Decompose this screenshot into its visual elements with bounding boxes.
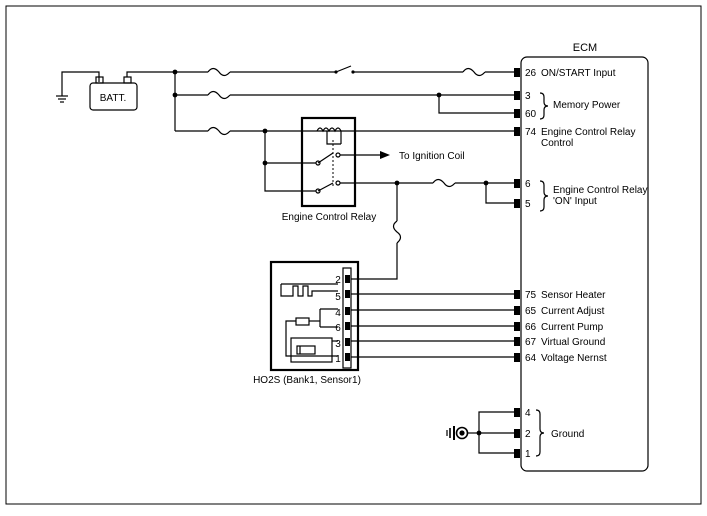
fuse-relay-out xyxy=(432,178,456,188)
battery-positive-terminal xyxy=(123,76,132,84)
relay-on-label-2: 'ON' Input xyxy=(553,196,597,207)
ground-label: Ground xyxy=(551,429,584,440)
battery-ground-symbol xyxy=(56,71,100,103)
battery-label: BATT. xyxy=(100,93,126,104)
sensor-pin-6: 6 xyxy=(335,323,341,334)
relay-on-label-1: Engine Control Relay xyxy=(553,185,648,196)
sensor-pin-2: 2 xyxy=(335,275,341,286)
memory-power-brace xyxy=(539,92,549,120)
ecm-pin-5-num: 5 xyxy=(525,199,531,210)
ecm-title: ECM xyxy=(573,42,597,54)
ecm-pin-67-num: 67 xyxy=(525,337,537,348)
sensor-pin-4: 4 xyxy=(335,308,341,319)
ecm-pin-6-num: 6 xyxy=(525,179,531,190)
fuse-heater xyxy=(392,220,402,244)
ecm-pin-64-num: 64 xyxy=(525,353,537,364)
relay-on-brace xyxy=(539,180,549,212)
fuse-26b xyxy=(462,67,486,77)
ecm-pin-marks xyxy=(514,68,520,458)
ground-brace xyxy=(535,409,545,457)
sensor-pin-marks xyxy=(345,275,350,361)
ecm-pin-g2-num: 2 xyxy=(525,429,531,440)
arrow-icon xyxy=(380,151,390,159)
ecm-pin-75-label: Sensor Heater xyxy=(541,290,606,301)
sensor-box xyxy=(269,260,360,372)
to-ignition-coil-label: To Ignition Coil xyxy=(399,151,465,162)
ecm-pin-g4-num: 4 xyxy=(525,408,531,419)
ecm-pin-65-num: 65 xyxy=(525,306,537,317)
ecm-pin-74-label: Engine Control Relay xyxy=(541,127,636,138)
engine-control-relay: Engine Control Relay xyxy=(282,116,377,223)
fuse-efi xyxy=(207,126,231,136)
ecm-pin-67-label: Virtual Ground xyxy=(541,337,605,348)
ecm-pin-64-label: Voltage Nernst xyxy=(541,353,607,364)
fuse-memory xyxy=(207,90,231,100)
chassis-ground-icon xyxy=(446,426,469,440)
relay-label: Engine Control Relay xyxy=(282,212,377,223)
ecm-pin-74-label-2: Control xyxy=(541,138,573,149)
sensor-pin-3: 3 xyxy=(335,339,341,350)
ecm-box xyxy=(520,56,649,472)
ecm-pin-66-label: Current Pump xyxy=(541,322,604,333)
sensor-pin-5: 5 xyxy=(335,292,341,303)
ho2s-sensor: 2 5 4 6 3 1 HO2S (Bank1, Sensor1) xyxy=(253,260,361,386)
sensor-label: HO2S (Bank1, Sensor1) xyxy=(253,375,361,386)
fuse-26a xyxy=(207,67,231,77)
relay-coil xyxy=(316,127,342,133)
battery: BATT. xyxy=(89,76,138,111)
memory-power-label: Memory Power xyxy=(553,100,621,111)
sensor-connector xyxy=(342,267,352,369)
relay-box xyxy=(300,116,357,208)
ecm-pin-60-num: 60 xyxy=(525,109,537,120)
diagram-border xyxy=(5,5,702,505)
ecm-pin-26-label: ON/START Input xyxy=(541,68,616,79)
sensor-pin-1: 1 xyxy=(335,354,341,365)
ecm-pin-66-num: 66 xyxy=(525,322,537,333)
ecm-pin-65-label: Current Adjust xyxy=(541,306,605,317)
battery-negative-terminal xyxy=(95,76,104,84)
ecm-pin-74-num: 74 xyxy=(525,127,537,138)
ecm-pin-g1-num: 1 xyxy=(525,449,531,460)
ecm-pin-3-num: 3 xyxy=(525,91,531,102)
ecm-pin-26-num: 26 xyxy=(525,68,537,79)
ignition-switch xyxy=(334,65,355,74)
ecm-pin-75-num: 75 xyxy=(525,290,537,301)
